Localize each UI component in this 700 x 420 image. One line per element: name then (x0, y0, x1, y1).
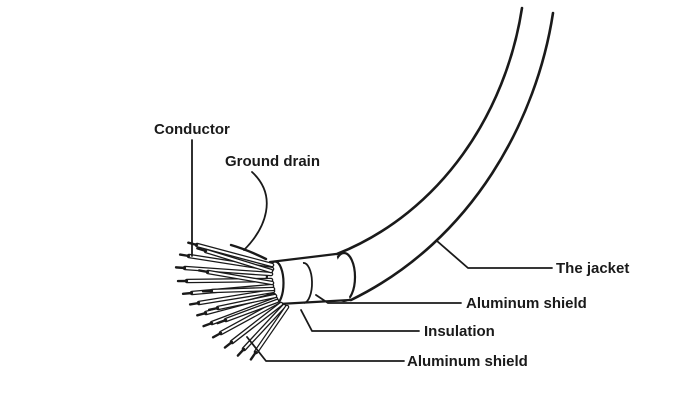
conductor-label: Conductor (154, 121, 230, 138)
ground-drain-label: Ground drain (225, 153, 320, 170)
wire-segment (181, 291, 194, 295)
aluminum-shield-outer-label: Aluminum shield (466, 295, 587, 312)
cable-jacket (331, 6, 555, 303)
labels: Conductor Ground drain The jacket Alumin… (154, 121, 629, 370)
wire-segment (223, 340, 234, 349)
jacket-body (337, 8, 553, 300)
wire-segment (249, 350, 258, 361)
wire-segment (255, 306, 288, 353)
aluminum-shield-outer-leader-line (315, 294, 462, 304)
wire-segment (225, 300, 278, 321)
shield-bottom-edge (277, 298, 352, 306)
shield-body (270, 254, 350, 304)
wire-segment (196, 247, 208, 253)
jacket-outer-edge (335, 6, 524, 256)
wire-segment (216, 318, 228, 325)
insulation-layer-arc (302, 262, 313, 304)
aluminum-shield-inner-label: Aluminum shield (407, 353, 528, 370)
aluminum-shield-inner-leader-line (246, 336, 405, 362)
wire-segment (178, 253, 191, 258)
insulation-leader-line (300, 309, 420, 332)
ground-drain-wire (229, 243, 268, 261)
wire-segment (231, 303, 282, 343)
wire-segment (174, 266, 187, 270)
wire-segment (205, 250, 272, 272)
wire-segment (197, 269, 210, 274)
wire-segment (220, 301, 279, 334)
jacket-inner-edge (349, 11, 555, 302)
conductor-wires-group (174, 241, 290, 361)
wire-segment (211, 331, 223, 339)
wire-segment (202, 321, 214, 328)
ground-drain-leader-line (243, 171, 268, 251)
wire-segment (196, 244, 273, 266)
wire-segment (211, 288, 274, 292)
wire-segment (184, 267, 272, 275)
wire-segment (196, 311, 208, 317)
wire-segment (217, 295, 276, 309)
leader-lines (191, 139, 553, 362)
wire-segment (207, 271, 273, 284)
shield-top-edge (268, 252, 338, 264)
jacket-leader-line (436, 240, 553, 269)
jacket-label: The jacket (556, 260, 629, 277)
wire-segment (198, 290, 274, 304)
wire-segment (236, 347, 246, 357)
insulation-label: Insulation (424, 323, 495, 340)
wire-segment (188, 301, 201, 306)
wire-segment (207, 306, 220, 312)
shield-cylinder (265, 252, 352, 306)
